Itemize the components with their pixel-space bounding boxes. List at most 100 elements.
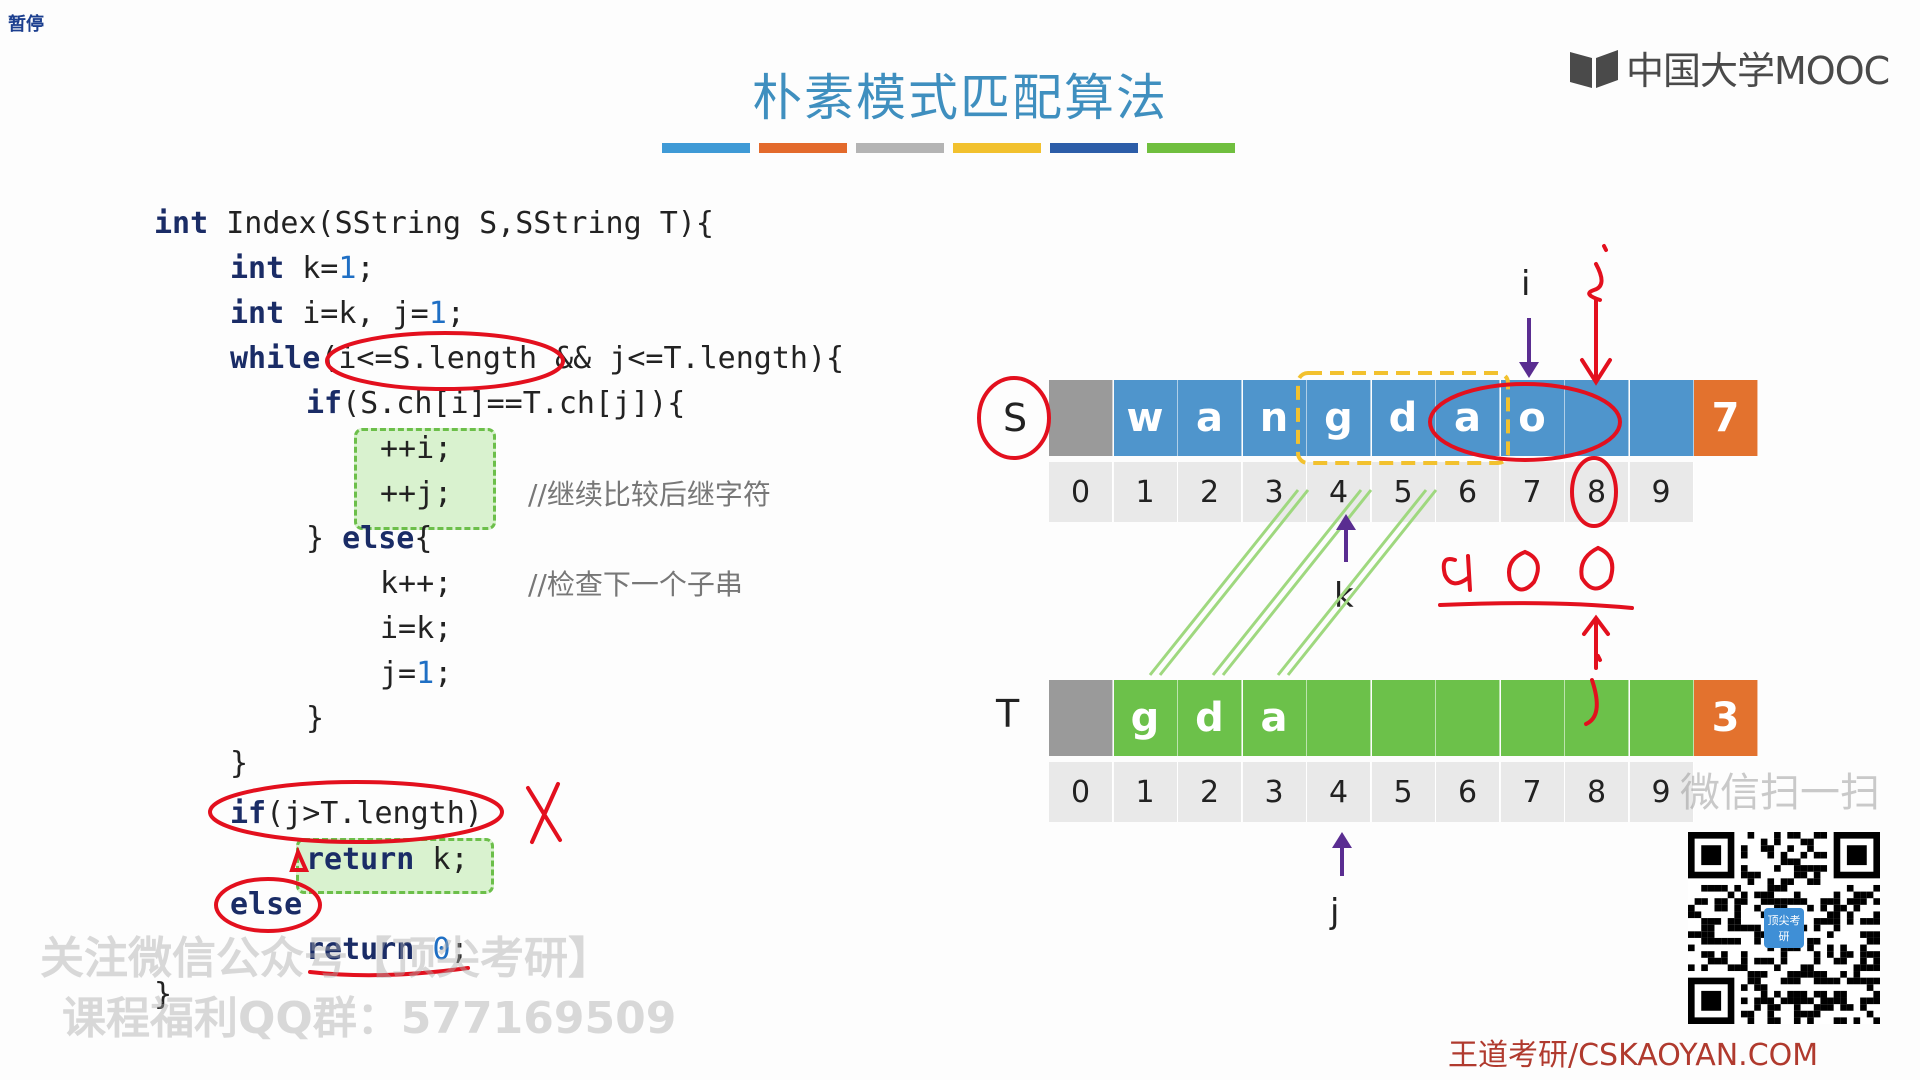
qr-module <box>1767 1017 1775 1024</box>
qr-module <box>1827 898 1834 905</box>
qr-module <box>1873 990 1880 998</box>
qr-module <box>1734 904 1741 912</box>
qr-module <box>1787 971 1794 978</box>
qr-module <box>1833 1017 1841 1024</box>
book-logo-icon <box>1570 49 1618 88</box>
qr-module <box>1827 977 1834 985</box>
qr-module <box>1694 931 1702 938</box>
qr-module <box>1800 838 1808 846</box>
qr-module <box>1820 832 1828 839</box>
qr-module <box>1813 851 1821 859</box>
qr-module <box>1866 891 1874 899</box>
qr-module <box>1701 918 1708 925</box>
logo-text: 中国大学MOOC <box>1626 49 1890 93</box>
color-bar-segment <box>1147 143 1235 153</box>
qr-module <box>1754 904 1761 912</box>
code-line-8: } else{ <box>306 521 433 556</box>
qr-module <box>1840 904 1847 912</box>
qr-module <box>1740 984 1748 991</box>
qr-module <box>1833 924 1841 932</box>
x-mark-red <box>526 782 562 844</box>
qr-module <box>1793 832 1801 839</box>
string_s-index: 6 <box>1436 462 1500 522</box>
qr-module <box>1807 997 1814 1005</box>
qr-module <box>1747 971 1755 978</box>
qr-module <box>1754 984 1761 991</box>
qr-module <box>1721 957 1728 965</box>
code-line-17: return 0; <box>306 932 469 967</box>
qr-module <box>1800 1010 1808 1018</box>
qr-module <box>1740 964 1748 972</box>
qr-module <box>1820 898 1828 905</box>
qr-module <box>1860 951 1867 958</box>
qr-module <box>1846 1004 1854 1011</box>
qr-module <box>1701 884 1708 892</box>
qr-module <box>1813 937 1821 945</box>
qr-module <box>1787 977 1794 985</box>
qr-module <box>1873 931 1880 938</box>
qr-module <box>1740 951 1748 958</box>
qr-module <box>1734 964 1741 972</box>
qr-module <box>1820 918 1828 925</box>
qr-module <box>1754 891 1761 899</box>
string_s-index: 1 <box>1113 462 1178 522</box>
qr-module <box>1807 878 1814 885</box>
qr-module <box>1747 924 1755 932</box>
qr-module <box>1701 924 1708 932</box>
qr-code[interactable]: 顶尖考研 <box>1688 832 1880 1024</box>
qr-module <box>1707 918 1715 925</box>
qr-caption: 微信扫一扫 <box>1680 770 1880 816</box>
qr-module <box>1780 951 1788 958</box>
qr-module <box>1853 898 1861 905</box>
qr-module <box>1866 1010 1874 1018</box>
qr-module <box>1820 865 1828 872</box>
qr-module <box>1866 977 1874 985</box>
circle-index-8 <box>1570 456 1618 528</box>
qr-module <box>1840 1017 1847 1024</box>
circle-else <box>214 877 322 933</box>
code-line-2: int k=1; <box>230 251 375 286</box>
string_t-index: 5 <box>1371 762 1436 822</box>
qr-module <box>1833 911 1841 919</box>
qr-module <box>1707 884 1715 892</box>
pointer-j-arrow <box>1332 832 1352 876</box>
qr-module <box>1701 951 1708 958</box>
code-line-12: } <box>306 701 325 736</box>
arrow-up-red <box>289 846 310 872</box>
qr-module <box>1760 898 1768 905</box>
qr-module <box>1767 997 1775 1005</box>
qr-module <box>1721 884 1728 892</box>
qr-module <box>1866 918 1874 925</box>
qr-module <box>1860 944 1867 952</box>
string_t-cell: a <box>1242 680 1307 756</box>
qr-module <box>1800 997 1808 1005</box>
qr-module <box>1833 898 1841 905</box>
qr-module <box>1860 918 1867 925</box>
qr-module <box>1853 964 1861 972</box>
qr-module <box>1767 1004 1775 1011</box>
qr-module <box>1740 957 1748 965</box>
qr-module <box>1747 1010 1755 1018</box>
qr-module <box>1793 871 1801 879</box>
qr-module <box>1688 944 1695 952</box>
qr-module <box>1740 871 1748 879</box>
qr-module <box>1840 951 1847 958</box>
qr-module <box>1740 1010 1748 1018</box>
qr-module <box>1813 977 1821 985</box>
qr-module <box>1807 865 1814 872</box>
qr-module <box>1760 984 1768 991</box>
qr-module <box>1807 838 1814 846</box>
qr-module <box>1754 931 1761 938</box>
qr-module <box>1853 904 1861 912</box>
qr-module <box>1727 964 1735 972</box>
qr-module <box>1754 957 1761 965</box>
pause-badge[interactable]: 暂停 <box>8 14 44 35</box>
string_t-index: 7 <box>1500 762 1565 822</box>
qr-module <box>1793 971 1801 978</box>
qr-module <box>1787 997 1794 1005</box>
qr-module <box>1793 990 1801 998</box>
qr-center-badge: 顶尖考研 <box>1764 908 1804 948</box>
qr-module <box>1793 1004 1801 1011</box>
qr-module <box>1740 898 1748 905</box>
